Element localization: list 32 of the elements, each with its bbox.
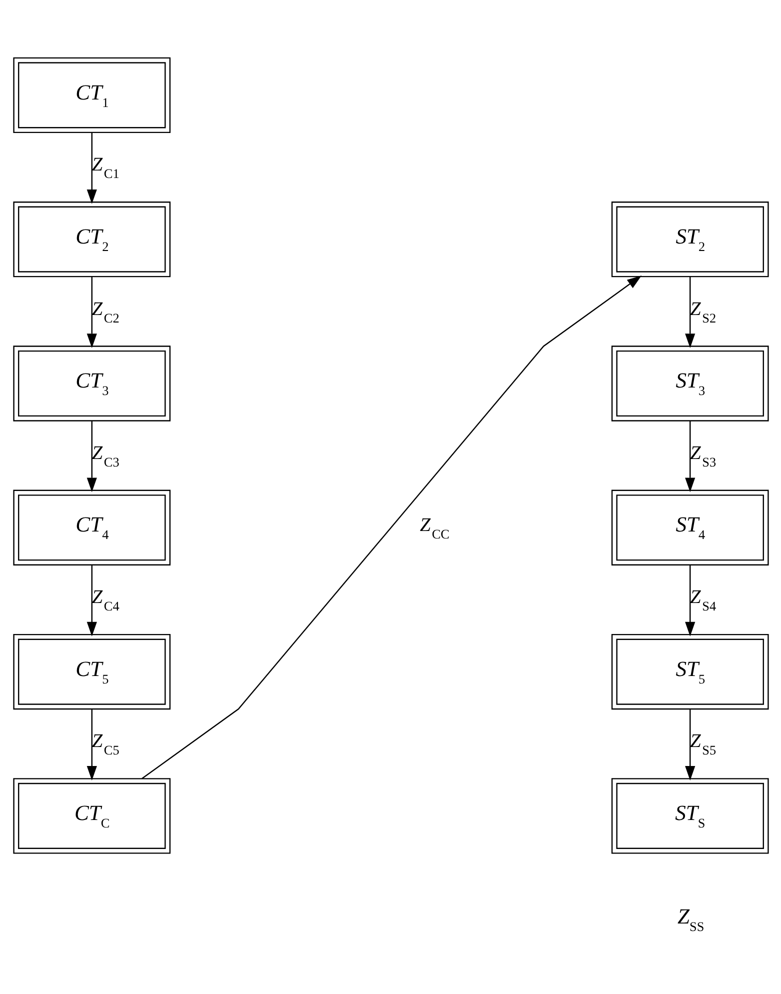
arrow [86,564,96,636]
edge-label: Z$_{S3}$ [690,442,716,470]
edge-label: Z$_{S4}$ [690,587,716,614]
arrow [141,276,642,780]
edge-label: Z$_{CC}$ [419,514,449,542]
node-box: CT$_{3}$ [12,346,170,422]
arrow [86,420,96,492]
node-box: ST$_{2}$ [610,202,768,278]
node-box: ST$_{3}$ [610,346,768,422]
edge-label: Z$_{S2}$ [690,298,716,326]
arrow [86,709,96,780]
edge-label: Z$_{C5}$ [91,731,119,758]
arrow [684,276,695,348]
node-box: ST$_{5}$ [610,634,768,710]
node-box: CT$_{2}$ [12,202,170,278]
edge-label: Z$_{C4}$ [91,587,119,614]
edge-label: Z$_{C1}$ [91,154,119,182]
edge-label: Z$_{S5}$ [690,731,716,758]
edge-label: Z$_{C2}$ [91,298,119,326]
node-box: ST$_{4}$ [610,490,768,566]
arrow [684,709,695,780]
node-label: Z$_{SS}$ [677,904,704,934]
node-box: CT$_{4}$ [12,490,170,566]
arrow [86,276,96,348]
node-box: ST$_{S}$ [610,778,768,854]
edge-label: Z$_{C3}$ [91,442,119,470]
arrow [684,564,695,636]
arrow [86,132,96,204]
arrow [684,420,695,492]
node-box: CT$_{1}$ [12,57,170,134]
node-box: CT$_{C}$ [12,778,170,854]
node-box: CT$_{5}$ [12,634,170,710]
